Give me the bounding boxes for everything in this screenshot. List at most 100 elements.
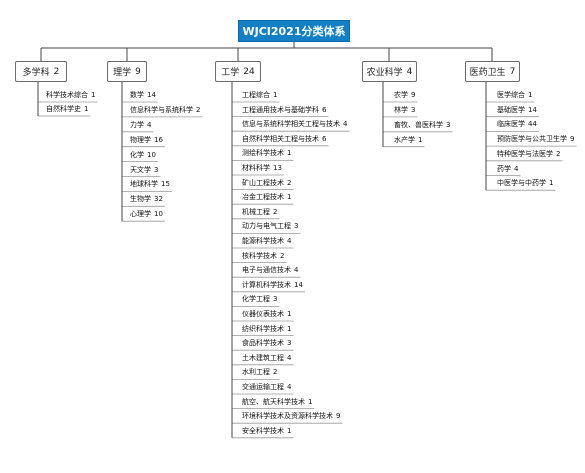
category-count: 2 xyxy=(53,66,60,77)
leaf-count: 4 xyxy=(287,383,292,391)
leaf-count: 4 xyxy=(287,353,292,362)
category-count: 4 xyxy=(406,66,413,77)
leaf-count: 1 xyxy=(528,91,533,99)
leaf-label: 冶金工程技术 xyxy=(242,193,284,202)
leaf-count: 2 xyxy=(273,368,278,377)
leaf-count: 2 xyxy=(273,207,278,216)
leaf-label: 医学综合 xyxy=(497,91,525,99)
leaf-count: 4 xyxy=(287,237,292,245)
leaf-count: 1 xyxy=(287,193,292,202)
leaf-label: 矿山工程技术 xyxy=(242,178,284,187)
leaf-label: 物理学 xyxy=(130,135,151,144)
leaf-count: 3 xyxy=(446,120,451,129)
leaf-label: 水利工程 xyxy=(242,368,270,377)
category-count: 24 xyxy=(243,66,255,77)
leaf-count: 10 xyxy=(154,210,163,219)
leaf-label: 科学技术综合 xyxy=(46,91,88,99)
leaf-label: 仪器仪表技术 xyxy=(242,310,284,318)
leaf-count: 1 xyxy=(287,149,292,158)
leaf-count: 14 xyxy=(528,105,537,114)
leaf-label: 力学 xyxy=(130,120,144,129)
leaf-label: 基础医学 xyxy=(497,105,525,114)
leaf-label: 动力与电气工程 xyxy=(242,222,291,231)
category-count: 9 xyxy=(135,66,141,77)
leaf-label: 计算机科学技术 xyxy=(242,280,291,289)
leaf-label: 食品科学技术 xyxy=(242,339,284,348)
leaf-label: 测绘科学技术 xyxy=(242,149,284,158)
leaf-label: 材料科学 xyxy=(242,164,270,172)
leaf-label: 能源科学技术 xyxy=(242,237,284,245)
leaf-label: 信息与系统科学相关工程与技术 xyxy=(242,120,340,129)
leaf-label: 中医学与中药学 xyxy=(497,179,546,188)
category-label: 理学 xyxy=(113,68,132,78)
leaf-label: 水产学 xyxy=(394,135,415,144)
leaf-label: 纺织科学技术 xyxy=(242,324,284,333)
leaf-label: 药学 xyxy=(497,164,511,173)
leaf-count: 1 xyxy=(418,135,423,144)
leaf-count: 15 xyxy=(161,180,170,189)
leaf-count: 3 xyxy=(273,295,278,304)
leaf-count: 9 xyxy=(570,135,575,144)
leaf-count: 4 xyxy=(147,120,152,129)
leaf-count: 1 xyxy=(287,426,292,435)
leaf-count: 2 xyxy=(556,149,561,158)
leaf-count: 1 xyxy=(287,310,292,318)
leaf-count: 1 xyxy=(273,91,278,99)
leaf-label: 天文学 xyxy=(130,165,151,174)
leaf-count: 3 xyxy=(154,165,159,174)
leaf-label: 化学 xyxy=(130,150,144,159)
leaf-count: 16 xyxy=(154,135,163,144)
category-label: 医药卫生 xyxy=(469,68,506,78)
leaf-count: 3 xyxy=(411,105,416,114)
leaf-count: 4 xyxy=(514,164,519,173)
leaf-count: 32 xyxy=(154,195,163,204)
leaf-count: 9 xyxy=(411,91,416,99)
root-node: WJCI2021分类体系 xyxy=(238,20,350,42)
leaf-count: 44 xyxy=(528,120,537,129)
leaf-count: 1 xyxy=(91,91,96,99)
leaf-label: 地球科学 xyxy=(130,180,158,189)
leaf-count: 3 xyxy=(287,339,292,348)
leaf-count: 1 xyxy=(84,105,89,113)
leaf-label: 畜牧、兽医科学 xyxy=(394,120,443,129)
leaf-label: 工程通用技术与基础学科 xyxy=(242,105,319,114)
leaf-count: 2 xyxy=(280,251,285,260)
leaf-count: 13 xyxy=(273,164,282,172)
